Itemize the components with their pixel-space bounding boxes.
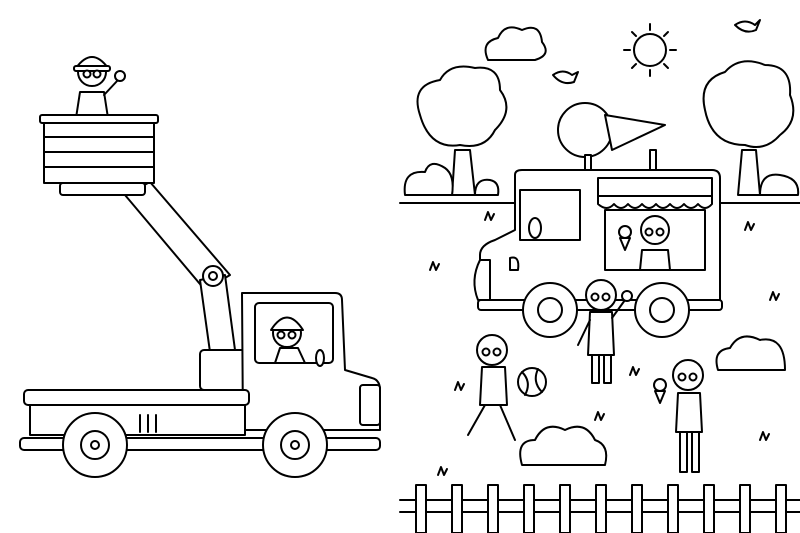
cloud (486, 27, 546, 60)
tree-right (704, 61, 799, 195)
bird-icon (735, 20, 760, 32)
park-scene (400, 20, 800, 533)
boy-with-ice-cream (654, 360, 703, 472)
grass-tufts (430, 212, 779, 475)
wheel-left (523, 283, 577, 337)
ice-cream-sign (558, 103, 665, 170)
wheel-right (635, 283, 689, 337)
vendor (619, 216, 670, 270)
fence (400, 485, 800, 533)
driver (271, 318, 324, 367)
tree-left (405, 67, 507, 196)
girl-waving (578, 280, 632, 383)
bucket (40, 57, 158, 183)
wheel-front (263, 413, 327, 477)
boom-arm (60, 182, 235, 352)
bush (717, 336, 786, 370)
sun-icon (624, 24, 676, 76)
bucket-truck (20, 57, 380, 477)
bush (520, 427, 606, 465)
bird-icon (553, 72, 578, 84)
worker-in-bucket (74, 57, 125, 118)
boy-with-ball (468, 335, 546, 440)
wheel-rear (63, 413, 127, 477)
ice-cream-truck (474, 103, 722, 310)
